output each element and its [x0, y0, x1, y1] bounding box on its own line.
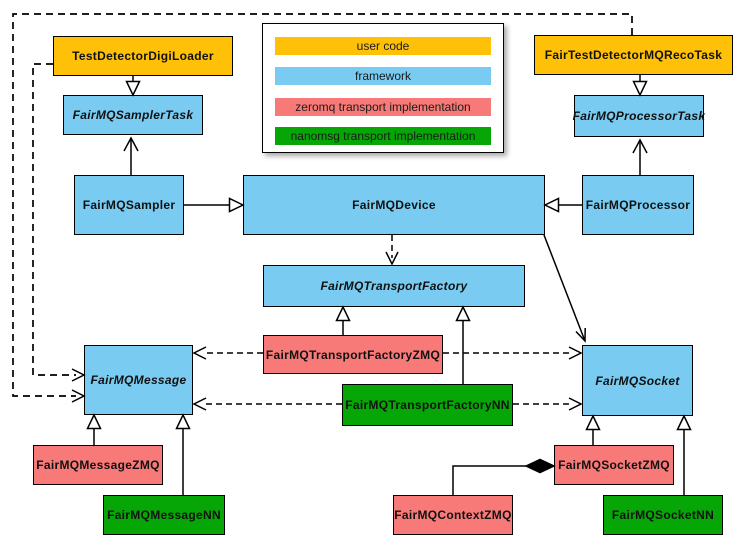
- class-node-fairmqtransportfactoryzmq: FairMQTransportFactoryZMQ: [263, 335, 443, 374]
- edge-contextzmq-socketzmq-diamond: [524, 458, 556, 474]
- class-node-fairmqcontextzmq: FairMQContextZMQ: [393, 495, 513, 535]
- class-node-fairmqprocessortask: FairMQProcessorTask: [573, 95, 705, 137]
- edge-contextzmq-socketzmq: [452, 465, 526, 495]
- edge-digiloader-samplertask-triangle: [125, 80, 141, 97]
- legend-label: framework: [354, 69, 411, 83]
- edge-recotask-message-arrowhead: [71, 389, 86, 403]
- edge-device-socket-arrowhead: [575, 327, 586, 343]
- legend-item-user-code: user code: [275, 37, 491, 55]
- class-node-fairmqdevice: FairMQDevice: [243, 175, 545, 235]
- edge-factorynn-factory-triangle: [455, 305, 471, 322]
- class-node-fairmqsamplertask: FairMQSamplerTask: [63, 95, 203, 135]
- class-node-fairmqsocketzmq: FairMQSocketZMQ: [554, 445, 674, 485]
- edge-factorynn-message-arrowhead: [192, 397, 207, 411]
- edge-messagezmq-message-triangle: [86, 413, 102, 430]
- edge-sampler-device-triangle: [228, 197, 245, 213]
- legend-label: nanomsg transport implementation: [290, 129, 476, 143]
- class-node-fairmqmessage: FairMQMessage: [84, 345, 193, 415]
- class-node-fairmqsocket: FairMQSocket: [582, 345, 693, 416]
- edge-socketnn-socket-triangle: [676, 414, 692, 431]
- edge-processor-device-triangle: [543, 197, 560, 213]
- edge-device-factory-arrowhead: [385, 251, 399, 266]
- edge-factorynn-socket-arrowhead: [568, 397, 583, 411]
- class-node-fairmqtransportfactorynn: FairMQTransportFactoryNN: [342, 384, 513, 426]
- edge-recotask-processortask-triangle: [632, 80, 648, 97]
- edge-messagenn-message-triangle: [175, 413, 191, 430]
- edge-factoryzmq-factory-triangle: [335, 305, 351, 322]
- edge-sampler-samplertask-arrowhead: [123, 136, 139, 152]
- edge-factoryzmq-socket-arrowhead: [568, 346, 583, 360]
- class-node-testdetectordigiloader: TestDetectorDigiLoader: [53, 36, 233, 76]
- class-node-fairmqmessagenn: FairMQMessageNN: [103, 495, 225, 535]
- edge-socketzmq-socket-triangle: [585, 414, 601, 431]
- legend-item-nanomsg: nanomsg transport implementation: [275, 127, 491, 145]
- class-node-fairmqprocessor: FairMQProcessor: [582, 175, 694, 235]
- legend-item-framework: framework: [275, 67, 491, 85]
- legend: user code framework zeromq transport imp…: [262, 23, 504, 153]
- edge-device-socket: [543, 234, 586, 342]
- class-node-fairtestdetectormqrecotask: FairTestDetectorMQRecoTask: [534, 35, 733, 75]
- edge-processor-processortask-arrowhead: [632, 138, 648, 154]
- class-node-fairmqtransportfactory: FairMQTransportFactory: [263, 265, 525, 307]
- legend-label: user code: [356, 39, 410, 53]
- class-node-fairmqmessagezmq: FairMQMessageZMQ: [33, 445, 163, 485]
- edge-factoryzmq-message-arrowhead: [192, 346, 207, 360]
- class-node-fairmqsocketnn: FairMQSocketNN: [603, 495, 723, 535]
- legend-item-zeromq: zeromq transport implementation: [275, 98, 491, 116]
- class-node-fairmqsampler: FairMQSampler: [74, 175, 184, 235]
- edge-digiloader-message-arrowhead: [71, 368, 86, 382]
- legend-label: zeromq transport implementation: [295, 100, 471, 114]
